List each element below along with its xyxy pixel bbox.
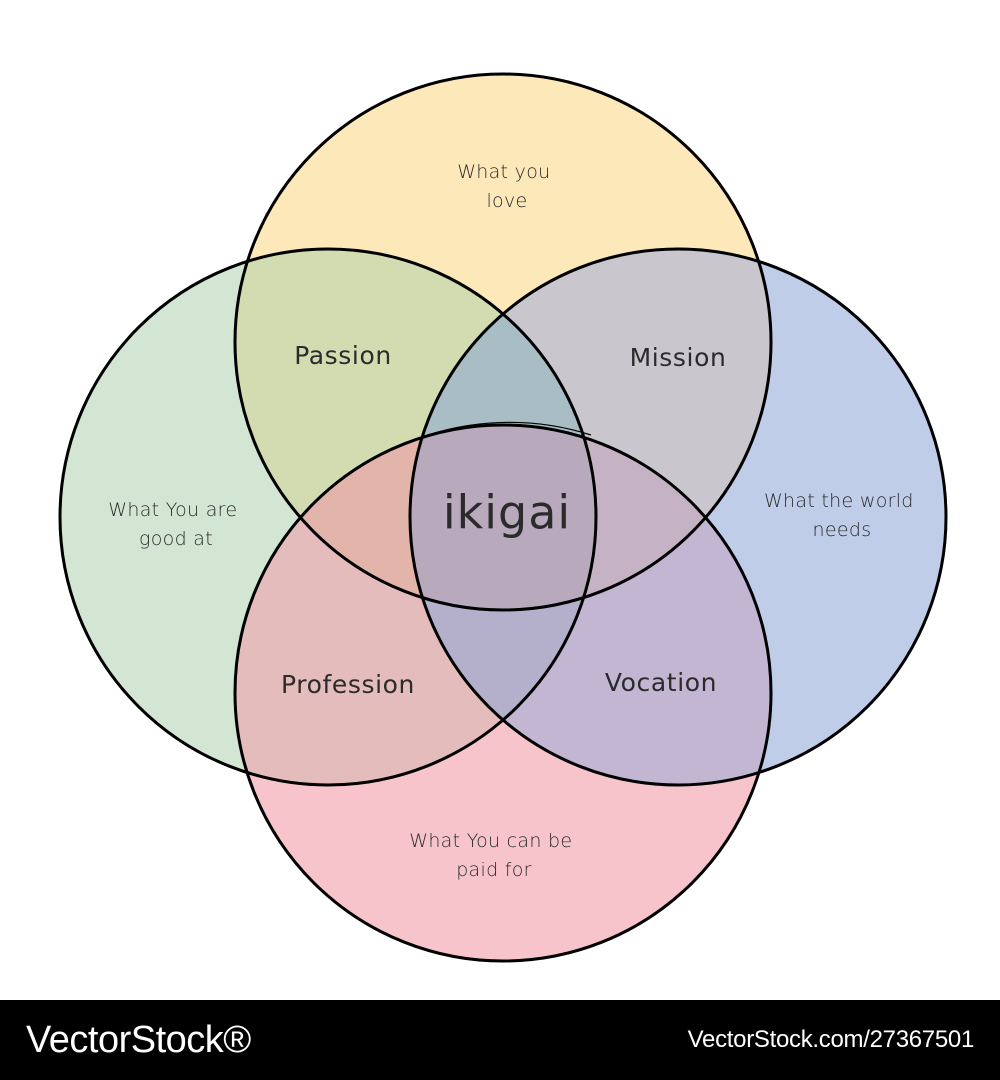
label-paid-for-line2: paid for — [456, 859, 532, 881]
label-world-needs-line1: What the world — [764, 490, 914, 512]
label-ikigai: ikigai — [443, 486, 571, 540]
label-good-at-line2: good at — [139, 528, 213, 550]
label-profession: Profession — [281, 670, 415, 699]
watermark-footer: VectorStock® VectorStock.com/27367501 — [0, 1000, 1000, 1080]
label-what-you-are-good-at: What You are good at — [108, 499, 243, 550]
region-left-center — [235, 425, 596, 610]
circle-outlines — [58, 72, 948, 963]
label-what-you-love: What you love — [457, 161, 557, 212]
label-world-needs-line2: needs — [813, 519, 872, 541]
label-mission: Mission — [630, 343, 727, 372]
inner-lens-outline — [427, 421, 592, 436]
region-bottom-center — [410, 425, 596, 785]
region-right-center — [410, 425, 771, 610]
label-vocation: Vocation — [605, 668, 717, 697]
label-what-you-love-line2: love — [486, 190, 527, 212]
label-what-you-love-line1: What you — [457, 161, 550, 183]
label-passion: Passion — [294, 341, 392, 370]
label-what-the-world-needs: What the world needs — [764, 490, 920, 541]
region-top-center — [410, 249, 596, 610]
vectorstock-asset-url: VectorStock.com/27367501 — [687, 1026, 975, 1053]
label-paid-for-line1: What You can be — [409, 830, 572, 852]
vectorstock-logo: VectorStock® — [26, 1018, 251, 1061]
label-good-at-line1: What You are — [108, 499, 237, 521]
label-what-you-can-be-paid-for: What You can be paid for — [409, 830, 579, 881]
ikigai-venn-diagram: What you love What You are good at What … — [58, 72, 948, 963]
